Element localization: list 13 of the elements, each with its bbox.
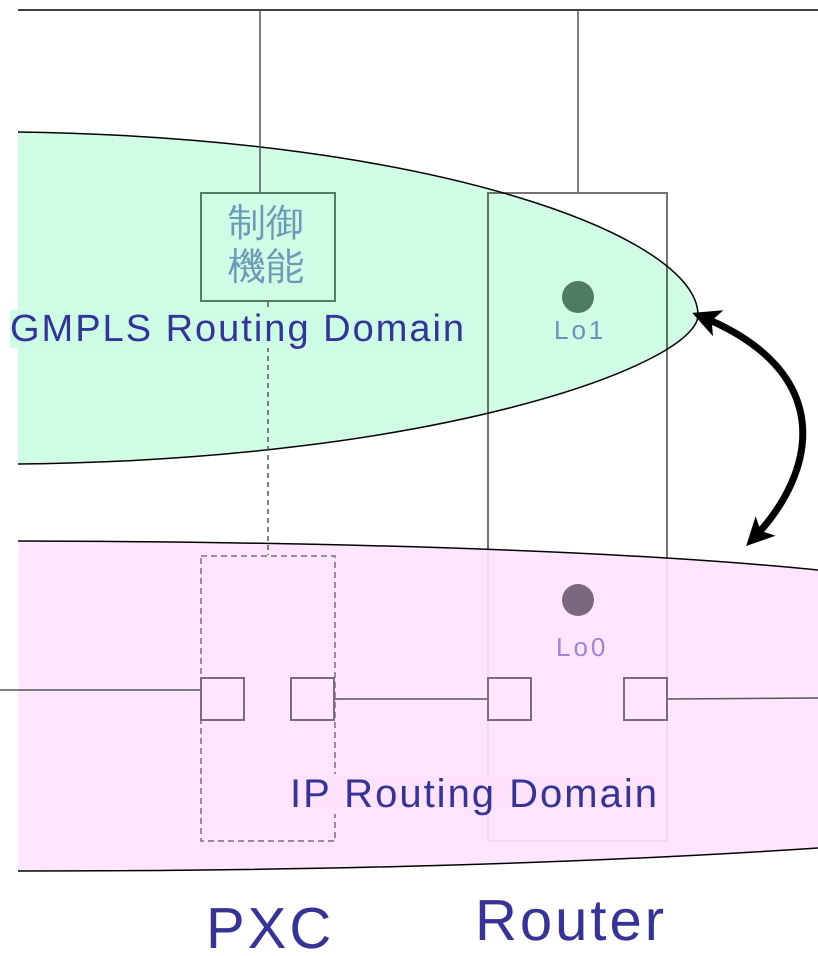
loopback-label: Lo1 xyxy=(554,317,606,343)
box-label: 制御機能 xyxy=(228,202,305,290)
connector-line xyxy=(668,697,818,700)
loopback-label: Lo0 xyxy=(556,634,608,660)
connector-line xyxy=(259,10,261,192)
node-label: GMPLS Routing Domain xyxy=(10,310,466,348)
node-label: PXC xyxy=(206,900,334,956)
connector-line xyxy=(267,302,269,555)
node-label: Router xyxy=(475,892,668,950)
connector-line xyxy=(335,698,487,700)
connector-line xyxy=(577,10,579,192)
double-arrow xyxy=(692,312,806,546)
connector-line xyxy=(0,689,200,691)
